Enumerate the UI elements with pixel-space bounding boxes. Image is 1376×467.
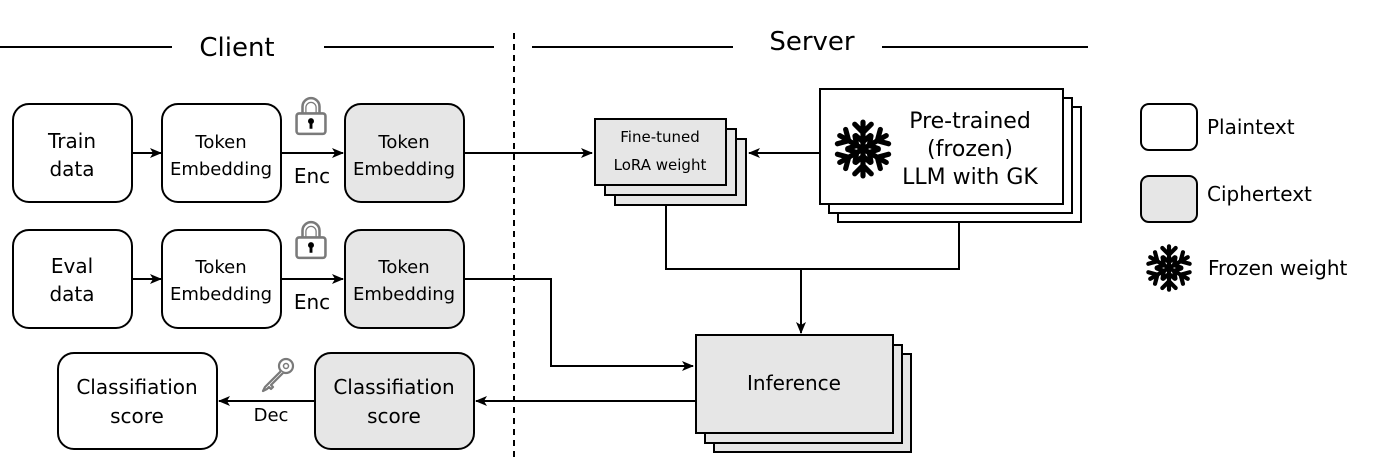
token-embedding-plain-1: Token Embedding [161,103,282,203]
classification-plain-line1: Classifiation [76,375,197,399]
lock-icon [295,96,327,136]
train-data-line1: Train [47,129,96,153]
client-section-title: Client [199,33,274,63]
merge-connector [665,205,960,270]
token-embedding-plain-1-line1: Token [194,132,246,153]
lora-line1: Fine-tuned [620,128,700,146]
eval-data-line2: data [49,282,94,306]
token-embedding-cipher-2: Token Embedding [344,229,465,329]
lock-icon [295,220,327,260]
dec-label: Dec [254,405,289,426]
classification-cipher-line1: Classifiation [333,375,454,399]
token-embedding-cipher-1-line1: Token [377,132,429,153]
classification-cipher-line2: score [367,404,421,428]
enc-label-1: Enc [294,164,330,188]
legend-ciphertext-swatch [1140,175,1198,223]
legend-frozen-label: Frozen weight [1208,256,1347,280]
token-embedding-plain-2-line1: Token [194,257,246,278]
arrow-embed-to-inference [464,278,694,371]
train-data-line2: data [49,157,94,181]
server-section-title: Server [769,27,855,57]
enc-label-2: Enc [294,290,330,314]
legend-ciphertext-label: Ciphertext [1207,182,1312,206]
llm-line1: Pre-trained [909,109,1031,134]
llm-line3: LLM with GK [902,165,1038,190]
token-embedding-cipher-2-line1: Token [377,257,429,278]
token-embedding-cipher-2-line2: Embedding [353,284,455,305]
train-data-box: Train data [12,103,133,203]
llm-line2: (frozen) [927,137,1013,162]
classification-plain-box: Classifiation score [57,352,218,450]
classification-cipher-box: Classifiation score [314,352,475,450]
inference-label: Inference [747,371,841,395]
legend-plaintext-swatch [1140,103,1198,151]
token-embedding-cipher-1-line2: Embedding [353,159,455,180]
lora-line2: LoRA weight [614,156,707,174]
token-embedding-plain-2: Token Embedding [161,229,282,329]
llm-stack: Pre-trained (frozen) LLM with GK [819,88,1082,223]
key-icon [261,357,295,393]
snowflake-icon [1147,246,1191,289]
legend-plaintext-label: Plaintext [1207,115,1295,139]
classification-plain-line2: score [110,404,164,428]
token-embedding-plain-1-line2: Embedding [170,159,272,180]
eval-data-box: Eval data [12,229,133,329]
legend: Plaintext Ciphertext Frozen weight [1140,103,1347,290]
eval-data-line1: Eval [51,254,93,278]
token-embedding-plain-2-line2: Embedding [170,284,272,305]
token-embedding-cipher-1: Token Embedding [344,103,465,203]
lora-weight-stack: Fine-tuned LoRA weight [594,118,747,206]
inference-stack: Inference [695,334,912,453]
